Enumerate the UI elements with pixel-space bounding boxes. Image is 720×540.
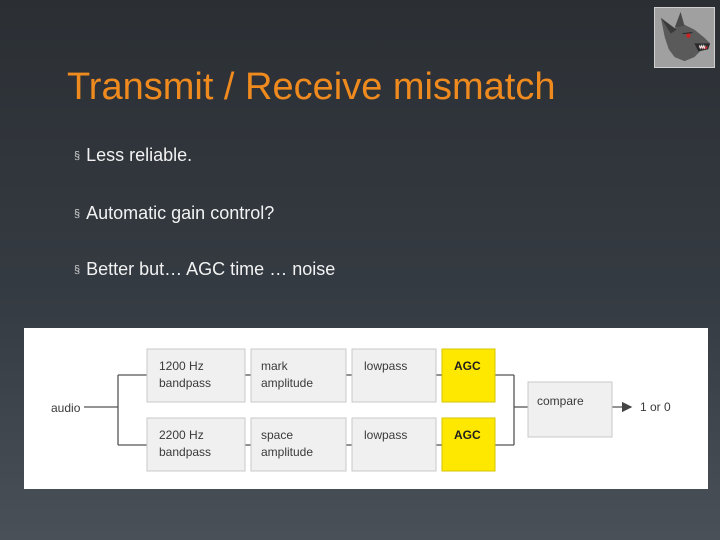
- bandpass-2200-block: [146, 417, 246, 472]
- bullet-item: § Better but… AGC time … noise: [74, 259, 335, 280]
- mark-amplitude-line1: mark: [261, 359, 289, 373]
- space-amplitude-line2: amplitude: [261, 445, 313, 459]
- compare-label: compare: [537, 394, 584, 408]
- bandpass-1200-line2: bandpass: [159, 376, 211, 390]
- bandpass-2200-line2: bandpass: [159, 445, 211, 459]
- output-label: 1 or 0: [640, 400, 671, 414]
- bullet-text: Less reliable.: [86, 145, 193, 165]
- fsk-demodulator-diagram: audio 1 or 0 1200 Hz bandpass mark ampli…: [24, 328, 708, 489]
- agc-upper-block: [441, 348, 496, 403]
- bullet-text: Automatic gain control?: [86, 203, 275, 223]
- audio-input-label: audio: [51, 401, 81, 415]
- compare-block: [527, 381, 613, 438]
- wolf-head-icon: [655, 8, 714, 67]
- wolf-logo: [654, 7, 715, 68]
- slide-title: Transmit / Receive mismatch: [67, 66, 556, 108]
- lowpass-lower-block: [351, 417, 437, 472]
- lowpass-lower-label: lowpass: [364, 428, 407, 442]
- bandpass-1200-line1: 1200 Hz: [159, 359, 204, 373]
- bullet-marker: §: [74, 150, 81, 162]
- bullet-text: Better but… AGC time … noise: [86, 259, 336, 279]
- mark-amplitude-block: [250, 348, 347, 403]
- bandpass-1200-block: [146, 348, 246, 403]
- agc-lower-label: AGC: [454, 428, 481, 442]
- space-amplitude-block: [250, 417, 347, 472]
- agc-lower-block: [441, 417, 496, 472]
- agc-upper-label: AGC: [454, 359, 481, 373]
- bullet-marker: §: [74, 264, 81, 276]
- input-wiring: [84, 374, 528, 446]
- bullet-item: § Less reliable.: [74, 145, 192, 166]
- bandpass-2200-line1: 2200 Hz: [159, 428, 204, 442]
- lowpass-upper-block: [351, 348, 437, 403]
- bullet-item: § Automatic gain control?: [74, 203, 274, 224]
- lowpass-upper-label: lowpass: [364, 359, 407, 373]
- bullet-marker: §: [74, 208, 81, 220]
- mark-amplitude-line2: amplitude: [261, 376, 313, 390]
- space-amplitude-line1: space: [261, 428, 293, 442]
